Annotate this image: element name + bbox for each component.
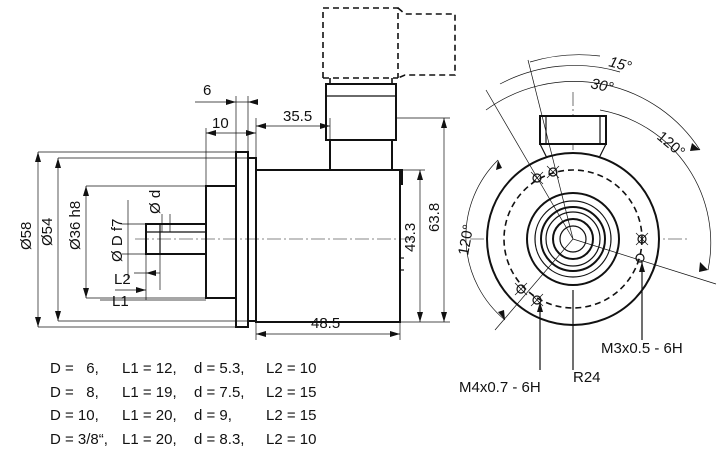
dim-48-5-label: 48.5 [311, 315, 340, 332]
dim-36h8-label: Ø36 h8 [67, 201, 84, 250]
dim-L1-label: L1 [112, 293, 129, 310]
variant-d: d = 5.3, [194, 360, 245, 378]
front-ring-1 [526, 192, 620, 286]
dim-43-3-label: 43.3 [402, 223, 419, 252]
front-view: 15° 30° 120° 120° M3x0.5 - 6H M4x0.7 - 6… [455, 53, 717, 396]
flange-step [247, 157, 257, 322]
hole-right [635, 232, 649, 246]
centering-collar [205, 185, 237, 299]
dim-d-label: Ø d [147, 190, 164, 214]
variant-row: D = 8, L1 = 19, d = 7.5, L2 = 15 [50, 381, 346, 405]
leader-lines [539, 262, 643, 370]
angle-120-left-label: 120° [455, 223, 477, 257]
variant-L2: L2 = 15 [266, 383, 317, 401]
angle-120-top-label: 120° [653, 128, 688, 161]
dim-63-8-label: 63.8 [426, 203, 443, 232]
variant-L1: L1 = 12, [122, 360, 177, 378]
dim-Df7-label: Ø D f7 [109, 219, 126, 262]
side-view: 6 10 35.5 Ø58 Ø54 Ø36 h8 Ø D f7 Ø d L2 L… [18, 7, 456, 340]
dim-35-5-label: 35.5 [283, 108, 312, 125]
flange [235, 151, 249, 328]
hole-right-2 [635, 253, 645, 263]
variant-row: D = 3/8“, L1 = 20, d = 8.3, L2 = 10 [50, 428, 346, 452]
variant-L1: L1 = 19, [122, 383, 177, 401]
variant-D: D = 6, [50, 360, 99, 378]
dimension-arrows [35, 99, 447, 337]
front-connector [539, 115, 607, 145]
dim-10-label: 10 [212, 115, 229, 132]
hole-bottom-1 [514, 282, 528, 296]
variant-L1: L1 = 20, [122, 430, 177, 448]
bottom-dimension [255, 322, 401, 340]
variant-D: D = 3/8“, [50, 430, 108, 448]
connector-outline [322, 7, 456, 84]
variant-d: d = 9, [194, 407, 232, 425]
dim-6-label: 6 [203, 82, 211, 99]
angle-15-label: 15° [607, 53, 633, 75]
variant-L2: L2 = 15 [266, 407, 317, 425]
m4-thread-label: M4x0.7 - 6H [459, 379, 541, 396]
r24-label: R24 [573, 369, 601, 386]
encoder-housing [255, 169, 401, 323]
angle-arcs [465, 54, 717, 331]
hole-bottom-2 [530, 293, 544, 307]
variant-d: d = 8.3, [194, 430, 245, 448]
dim-58-label: Ø58 [18, 222, 35, 250]
variant-L2: L2 = 10 [266, 360, 317, 378]
diameter-dimensions [37, 151, 248, 328]
angle-30-label: 30° [589, 75, 615, 96]
variant-d: d = 7.5, [194, 383, 245, 401]
variant-L1: L1 = 20, [122, 407, 177, 425]
variant-L2: L2 = 10 [266, 430, 317, 448]
variant-D: D = 10, [50, 407, 99, 425]
mounting-holes [514, 165, 649, 307]
right-dimensions [396, 117, 450, 323]
dim-54-label: Ø54 [39, 218, 56, 246]
front-shaft [559, 225, 587, 253]
variant-row: D = 6, L1 = 12, d = 5.3, L2 = 10 [50, 357, 346, 381]
variants-table: D = 6, L1 = 12, d = 5.3, L2 = 10 D = 8, … [50, 357, 346, 451]
dim-L2-label: L2 [114, 271, 131, 288]
variant-D: D = 8, [50, 383, 99, 401]
leader-arrows [496, 143, 708, 320]
m3-thread-label: M3x0.5 - 6H [601, 340, 683, 357]
variant-row: D = 10, L1 = 20, d = 9, L2 = 15 [50, 404, 346, 428]
